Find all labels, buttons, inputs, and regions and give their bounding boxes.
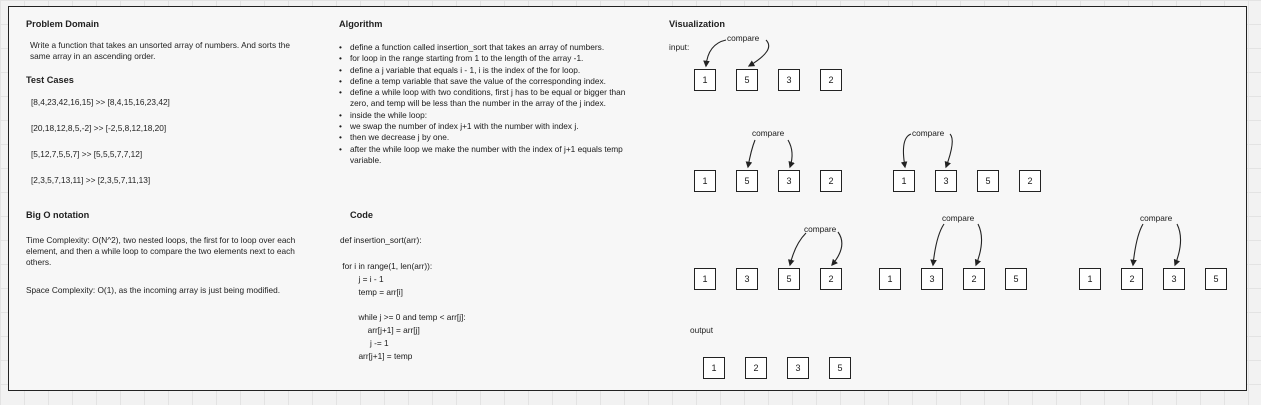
array-cell: 1: [893, 170, 915, 192]
algorithm-step: for loop in the range starting from 1 to…: [339, 53, 644, 65]
array-cell: 1: [694, 170, 716, 192]
code-title: Code: [350, 210, 373, 220]
output-label: output: [690, 325, 714, 335]
array-cell: 5: [1205, 268, 1227, 290]
array-cell: 5: [829, 357, 851, 379]
code-line: j = i - 1: [340, 274, 384, 284]
array-cell: 5: [736, 170, 758, 192]
array-cell: 3: [1163, 268, 1185, 290]
compare-label: compare: [942, 213, 975, 223]
problem-domain-title: Problem Domain: [26, 19, 100, 29]
code-line: while j >= 0 and temp < arr[j]:: [340, 312, 466, 322]
algorithm-step: define a j variable that equals i - 1, i…: [339, 65, 644, 77]
code-line: arr[j+1] = temp: [340, 351, 413, 361]
algorithm-step: after the while loop we make the number …: [339, 144, 644, 167]
code-line: arr[j+1] = arr[j]: [340, 325, 420, 335]
array-cell: 3: [778, 170, 800, 192]
array-cell: 2: [963, 268, 985, 290]
algorithm-step: define a temp variable that save the val…: [339, 76, 644, 88]
compare-label: compare: [804, 224, 837, 234]
algorithm-step: then we decrease j by one.: [339, 132, 644, 144]
test-cases-title: Test Cases: [26, 75, 74, 85]
array-cell: 1: [879, 268, 901, 290]
array-cell: 3: [736, 268, 758, 290]
array-cell: 2: [820, 69, 842, 91]
test-case-4: [2,3,5,7,13,11] >> [2,3,5,7,11,13]: [31, 175, 151, 185]
algorithm-step: we swap the number of index j+1 with the…: [339, 121, 644, 133]
array-cell: 3: [921, 268, 943, 290]
array-cell: 3: [787, 357, 809, 379]
compare-label: compare: [727, 33, 760, 43]
array-cell: 3: [935, 170, 957, 192]
input-label: input:: [669, 42, 690, 52]
array-cell: 1: [703, 357, 725, 379]
test-case-2: [20,18,12,8,5,-2] >> [-2,5,8,12,18,20]: [31, 123, 167, 133]
compare-label: compare: [752, 128, 785, 138]
space-complexity: Space Complexity: O(1), as the incoming …: [26, 285, 281, 295]
code-line: for i in range(1, len(arr)):: [340, 261, 433, 271]
array-cell: 5: [778, 268, 800, 290]
visualization-title: Visualization: [669, 19, 725, 29]
array-cell: 2: [820, 170, 842, 192]
array-cell: 1: [694, 69, 716, 91]
time-complexity: Time Complexity: O(N^2), two nested loop…: [26, 235, 296, 267]
array-cell: 1: [694, 268, 716, 290]
algorithm-step: define a while loop with two conditions,…: [339, 87, 644, 110]
big-o-title: Big O notation: [26, 210, 90, 220]
code-line: j -= 1: [340, 338, 389, 348]
array-cell: 5: [1005, 268, 1027, 290]
array-cell: 5: [736, 69, 758, 91]
compare-label: compare: [912, 128, 945, 138]
code-line: def insertion_sort(arr):: [340, 235, 422, 245]
algorithm-step: define a function called insertion_sort …: [339, 42, 644, 54]
array-cell: 1: [1079, 268, 1101, 290]
test-case-1: [8,4,23,42,16,15] >> [8,4,15,16,23,42]: [31, 97, 170, 107]
test-case-3: [5,12,7,5,5,7] >> [5,5,5,7,7,12]: [31, 149, 143, 159]
array-cell: 2: [820, 268, 842, 290]
algorithm-step: inside the while loop:: [339, 110, 644, 122]
problem-domain-description: Write a function that takes an unsorted …: [30, 40, 290, 61]
algorithm-title: Algorithm: [339, 19, 383, 29]
array-cell: 2: [745, 357, 767, 379]
array-cell: 2: [1121, 268, 1143, 290]
array-cell: 5: [977, 170, 999, 192]
algorithm-steps: define a function called insertion_sort …: [339, 42, 644, 166]
array-cell: 2: [1019, 170, 1041, 192]
compare-label: compare: [1140, 213, 1173, 223]
code-line: temp = arr[i]: [340, 287, 403, 297]
array-cell: 3: [778, 69, 800, 91]
